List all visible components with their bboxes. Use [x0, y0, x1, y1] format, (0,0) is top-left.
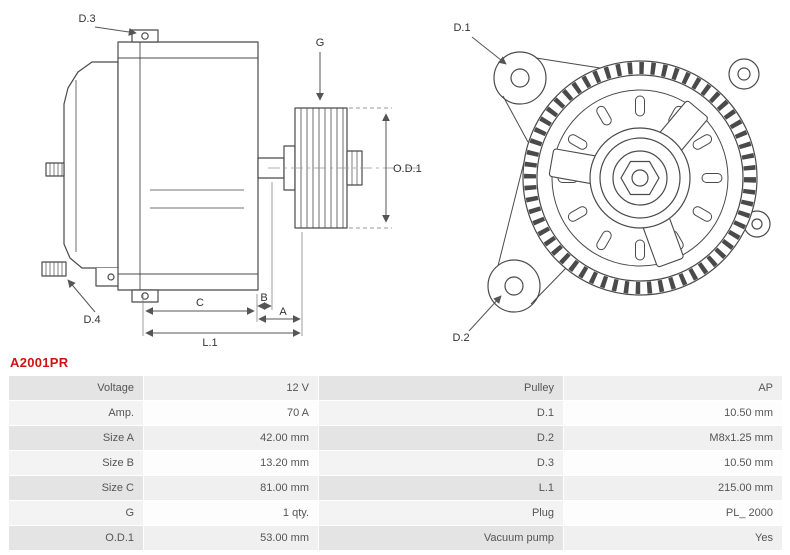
spec-value: 13.20 mm [143, 450, 319, 476]
spec-value: 12 V [143, 375, 319, 401]
spec-value: 215.00 mm [563, 475, 783, 501]
spec-value: 1 qty. [143, 500, 319, 526]
spec-label: Size B [8, 450, 144, 476]
spec-value: 42.00 mm [143, 425, 319, 451]
spec-value: PL_ 2000 [563, 500, 783, 526]
spec-table: Voltage 12 V Pulley AP Amp. 70 A D.1 10.… [8, 375, 783, 551]
dim-label-d4: D.4 [83, 314, 100, 326]
dim-label-l1: L.1 [202, 337, 217, 349]
spec-label: O.D.1 [8, 525, 144, 551]
side-view-drawing [41, 29, 418, 303]
spec-value: 81.00 mm [143, 475, 319, 501]
spec-value: 10.50 mm [563, 400, 783, 426]
spec-label: G [8, 500, 144, 526]
side-view-dimensions: D.3 D.4 G O.D.1 C B A L.1 [67, 13, 422, 349]
spec-label: Plug [318, 500, 564, 526]
spec-label: D.1 [318, 400, 564, 426]
spec-value: Yes [563, 525, 783, 551]
spec-label: D.2 [318, 425, 564, 451]
dim-label-c: C [196, 297, 204, 309]
spec-row-size-a: Size A 42.00 mm D.2 M8x1.25 mm [8, 425, 783, 451]
dim-label-od1: O.D.1 [393, 163, 422, 175]
spec-row-od1: O.D.1 53.00 mm Vacuum pump Yes [8, 525, 783, 551]
spec-value: M8x1.25 mm [563, 425, 783, 451]
spec-label: Vacuum pump [318, 525, 564, 551]
spec-label: Size C [8, 475, 144, 501]
spec-row-g: G 1 qty. Plug PL_ 2000 [8, 500, 783, 526]
alternator-drawing: D.3 D.4 G O.D.1 C B A L.1 [41, 13, 771, 349]
spec-row-voltage: Voltage 12 V Pulley AP [8, 375, 783, 401]
dim-label-g: G [316, 37, 325, 49]
spec-row-amp: Amp. 70 A D.1 10.50 mm [8, 400, 783, 426]
spec-value: AP [563, 375, 783, 401]
spec-row-size-c: Size C 81.00 mm L.1 215.00 mm [8, 475, 783, 501]
spec-label: Amp. [8, 400, 144, 426]
dim-label-d2: D.2 [452, 332, 469, 344]
spec-label: Pulley [318, 375, 564, 401]
part-number: A2001PR [10, 355, 69, 370]
spec-label: Size A [8, 425, 144, 451]
front-view-drawing [487, 51, 771, 313]
spec-value: 10.50 mm [563, 450, 783, 476]
dim-label-d3: D.3 [78, 13, 95, 25]
spec-label: D.3 [318, 450, 564, 476]
spec-row-size-b: Size B 13.20 mm D.3 10.50 mm [8, 450, 783, 476]
dim-label-b: B [260, 292, 267, 304]
technical-diagram: D.3 D.4 G O.D.1 C B A L.1 [41, 13, 771, 349]
dim-label-d1: D.1 [453, 22, 470, 34]
spec-value: 70 A [143, 400, 319, 426]
spec-label: Voltage [8, 375, 144, 401]
spec-label: L.1 [318, 475, 564, 501]
front-view-dimensions: D.1 D.2 [452, 22, 507, 344]
dim-label-a: A [279, 306, 287, 318]
spec-value: 53.00 mm [143, 525, 319, 551]
